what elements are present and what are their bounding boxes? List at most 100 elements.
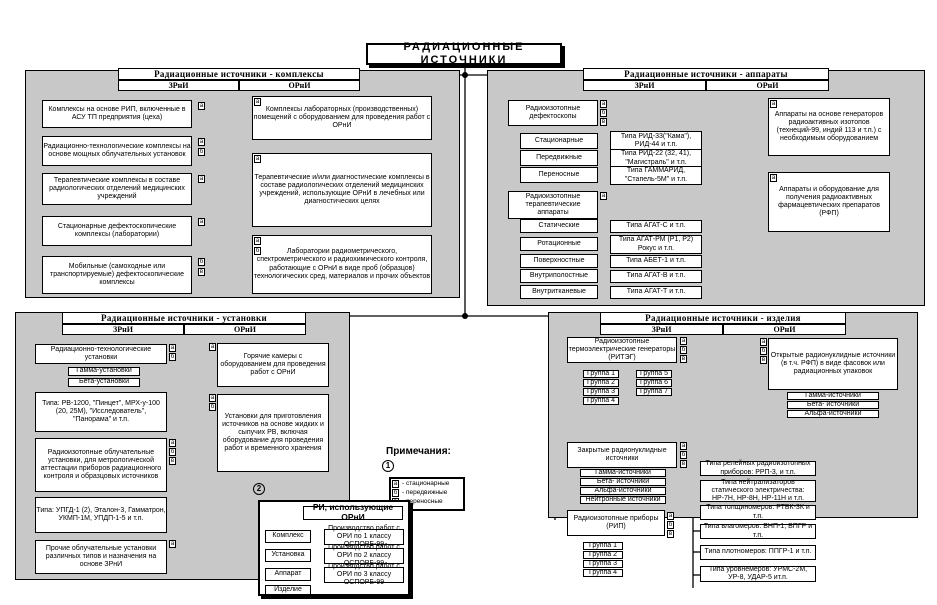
closed-source-item: Гамма-источники (580, 469, 666, 477)
rip-type: Типа уровнемеров: УРМС-2М, УР-8, УДАР-5 … (700, 566, 816, 582)
tag-a: а (198, 102, 205, 110)
defecto-row-name: Передвижные (520, 150, 598, 166)
rteg-group: Группа 6 (636, 379, 672, 387)
defecto-row-name: Переносные (520, 167, 598, 183)
complex-orni-item-1: Комплексы лабораторных (производственных… (252, 96, 432, 140)
metrology-types: Типа: УПГД-1 (2), Эталон-3, Гамматрон, У… (35, 497, 167, 533)
closed-source-item: Бета- источники (580, 478, 666, 486)
tag-a: а (392, 480, 399, 488)
ri-orni-title: РИ, использующие ОРнИ (303, 502, 403, 522)
tag-a: а (680, 337, 687, 345)
tag-b: б (198, 148, 205, 156)
tag-b: б (680, 451, 687, 459)
tag-a: а (169, 439, 176, 447)
rteg-group: Группа 7 (636, 388, 672, 396)
tag-b: б (392, 489, 399, 497)
tag-b: б (254, 247, 261, 255)
complexes-zrni-label: ЗРнИ (118, 80, 239, 91)
rip-group: Группа 4 (583, 569, 623, 577)
closed-source-item: Альфа-источники (580, 487, 666, 495)
legend-text: - переносные (402, 498, 443, 505)
tag-b: б (198, 258, 205, 266)
legend-text: - стационарные (402, 480, 450, 487)
tag-a: а (169, 344, 176, 352)
tag-b: б (209, 403, 216, 411)
thera-row-type: Типа АГАТ-С и т.п. (610, 220, 702, 233)
tag-v: в (169, 457, 176, 465)
therapeutic-box: Радиоизотопные терапевтические аппараты (508, 191, 598, 219)
thera-row-name: Статические (520, 219, 598, 233)
tag-v: в (680, 355, 687, 363)
tag-a: а (600, 100, 607, 108)
ri-kind-installation: Установка (265, 549, 311, 562)
complex-zrni-item-1: Комплексы на основе РИП, включенные в АС… (42, 100, 192, 128)
tag-a: а (198, 175, 205, 183)
tag-a: а (770, 174, 777, 182)
tag-b: б (667, 521, 674, 529)
closed-source-item: Нейтронные источники (580, 496, 666, 504)
thera-row-name: Внутриполостные (520, 269, 598, 283)
complex-orni-item-3: Лаборатории радиометрического, спектроме… (252, 235, 432, 294)
installations-header: Радиационные источники - установки (62, 312, 306, 324)
defecto-row-type: Типа ГАММАРИД, "Стапель-5М" и т.п. (610, 166, 702, 185)
metrology-installations-box: Радиоизотопные облучательные установки, … (35, 438, 167, 492)
tag-v: в (680, 460, 687, 468)
tag-a: а (209, 343, 216, 351)
other-installations-box: Прочие облучательные установки различных… (35, 540, 167, 574)
tag-a: а (198, 138, 205, 146)
gamma-installations: Гамма-установки (68, 367, 140, 376)
tag-b: б (600, 109, 607, 117)
rip-box: Радиоизотопные приборы (РИП) (567, 510, 665, 536)
tag-v: в (667, 530, 674, 538)
rto-installations-box: Радиационно-технологические установки (35, 344, 167, 364)
rip-type: Типа плотномеров: ППГР-1 и т.п. (700, 545, 816, 560)
thera-row-type: Типа АБЕТ-1 и т.п. (610, 255, 702, 268)
beta-installations: Бета-установки (68, 378, 140, 387)
source-prep-box: Установки для приготовления источников н… (217, 394, 329, 472)
rteg-group: Группа 4 (583, 397, 619, 405)
rip-group: Группа 2 (583, 551, 623, 559)
ri-kind-product: Изделие (265, 585, 311, 595)
complexes-orni-label: ОРнИ (239, 80, 360, 91)
complex-zrni-item-5: Мобильные (самоходные или транспортируем… (42, 256, 192, 294)
tag-a: а (254, 98, 261, 106)
page-title: РАДИАЦИОННЫЕ ИСТОЧНИКИ (366, 41, 562, 66)
thera-row-name: Ротационные (520, 237, 598, 251)
open-sources-box: Открытые радионуклидные источники (в т.ч… (768, 338, 898, 390)
thera-row-name: Поверхностные (520, 254, 598, 268)
apparatus-header: Радиационные источники - аппараты (583, 68, 829, 80)
tag-a: а (600, 192, 607, 200)
apparatus-orni-label: ОРнИ (706, 80, 829, 91)
products-orni-label: ОРнИ (723, 324, 846, 335)
tag-a: а (198, 218, 205, 226)
tag-b: б (169, 448, 176, 456)
ri-class-3: Производство работ с ОРИ по 3 классу ОСП… (324, 563, 404, 586)
rteg-box: Радиоизотопные термоэлектрические генера… (567, 337, 677, 363)
rip-type: Типа толщиномеров: РТВК-3К и т.п. (700, 504, 816, 520)
rteg-group: Группа 5 (636, 370, 672, 378)
thera-row-type: Типа АГАТ-Т и т.п. (610, 286, 702, 299)
complexes-header: Радиационные источники - комплексы (118, 68, 360, 80)
rip-type: Типа нейтрализаторов статического электр… (700, 479, 816, 502)
tag-a: а (680, 442, 687, 450)
tag-a: а (667, 512, 674, 520)
defecto-row-type: Типа РИД-33("Кама"), РИД-44 и т.п. (610, 131, 702, 151)
ri-kind-apparatus: Аппарат (265, 568, 311, 581)
rip-type: Типа влагомеров: ВНП-1, ВПГР и т.п. (700, 523, 816, 539)
rip-group: Группа 3 (583, 560, 623, 568)
note-number-1: 1 (382, 460, 394, 472)
note-number-2: 2 (253, 483, 265, 495)
rip-type: Типа релейных радиоизотопных приборов: Р… (700, 460, 816, 476)
installations-orni-label: ОРнИ (184, 324, 306, 335)
tag-a: а (770, 100, 777, 108)
tag-v: в (600, 118, 607, 126)
ri-kind-complex: Комплекс (265, 530, 311, 543)
hot-cells-box: Горячие камеры с оборудованием для прове… (217, 343, 329, 387)
ri-class-1: Производство работ с ОРИ по 1 классу ОСП… (324, 525, 404, 548)
thera-row-type: Типа АГАТ-РМ (Р1, Р2) Рокус и т.п. (610, 235, 702, 254)
defecto-row-name: Стационарные (520, 133, 598, 149)
complex-orni-item-2: Терапевтические и/или диагностические ко… (252, 153, 432, 227)
complex-zrni-item-4: Стационарные дефектоскопические комплекс… (42, 216, 192, 246)
open-source-item: Гамма-источники (787, 392, 879, 400)
apparatus-orni-item-1: Аппараты на основе генераторов радиоакти… (768, 98, 890, 156)
